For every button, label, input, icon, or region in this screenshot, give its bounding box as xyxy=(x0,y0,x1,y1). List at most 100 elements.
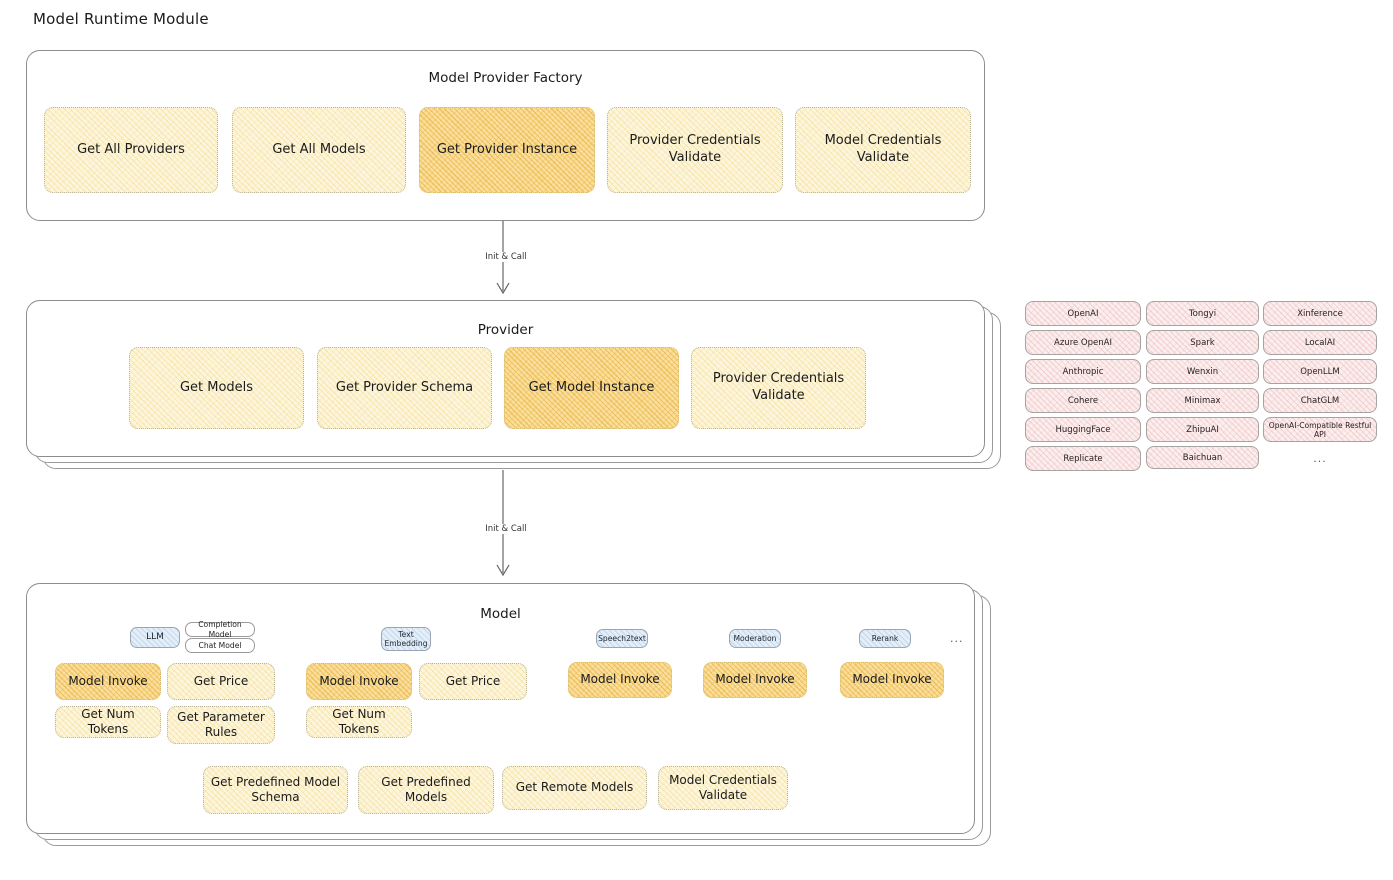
badge-label: LLM xyxy=(146,632,164,643)
node-llm-model-invoke[interactable]: Model Invoke xyxy=(55,663,161,700)
node-label: Get Provider Schema xyxy=(335,379,474,395)
node-label: Get Models xyxy=(179,379,254,395)
tag-label: OpenAI-Compatible Restful API xyxy=(1268,420,1372,439)
node-label: Get Remote Models xyxy=(515,780,634,795)
node-label: Get All Models xyxy=(272,141,366,157)
badge-label: Moderation xyxy=(733,633,777,643)
node-llm-get-parameter-rules[interactable]: Get Parameter Rules xyxy=(167,706,275,744)
tag-label: Anthropic xyxy=(1062,366,1104,377)
node-provider-credentials-validate-2[interactable]: Provider Credentials Validate xyxy=(691,347,866,429)
tag-label: Wenxin xyxy=(1186,366,1219,377)
node-get-all-models[interactable]: Get All Models xyxy=(232,107,406,193)
node-label: Model Invoke xyxy=(852,672,932,687)
provider-tag-chatglm[interactable]: ChatGLM xyxy=(1263,388,1377,413)
tag-label: ChatGLM xyxy=(1300,395,1340,406)
badge-label: Text Embedding xyxy=(384,629,428,648)
node-embedding-get-num-tokens[interactable]: Get Num Tokens xyxy=(306,706,412,738)
node-label: Model Invoke xyxy=(68,673,148,688)
node-get-models[interactable]: Get Models xyxy=(129,347,304,429)
node-moderation-model-invoke[interactable]: Model Invoke xyxy=(703,662,807,698)
provider-tag-xinference[interactable]: Xinference xyxy=(1263,301,1377,326)
tag-label: HuggingFace xyxy=(1055,424,1111,435)
node-label: Model Credentials Validate xyxy=(669,772,777,802)
provider-tag-localai[interactable]: LocalAI xyxy=(1263,330,1377,355)
badge-completion-model[interactable]: Completion Model xyxy=(185,620,255,639)
node-label: Get Price xyxy=(193,673,249,688)
provider-tag-baichuan[interactable]: Baichuan xyxy=(1146,446,1259,469)
node-label: Get Price xyxy=(445,673,501,688)
tag-label: Baichuan xyxy=(1182,452,1223,463)
connector-label-init-and-call-2: Init & Call xyxy=(465,524,547,534)
badge-chat-model[interactable]: Chat Model xyxy=(185,638,255,653)
provider-tag-cohere[interactable]: Cohere xyxy=(1025,388,1141,413)
provider-tag-azure-openai[interactable]: Azure OpenAI xyxy=(1025,330,1141,355)
tag-label: ZhipuAI xyxy=(1186,424,1219,435)
badge-llm[interactable]: LLM xyxy=(130,627,180,648)
node-label: Get Num Tokens xyxy=(81,706,135,736)
provider-tag-openai-compatible-restful-api[interactable]: OpenAI-Compatible Restful API xyxy=(1263,417,1377,442)
provider-tag-huggingface[interactable]: HuggingFace xyxy=(1025,417,1141,442)
badge-text-embedding[interactable]: Text Embedding xyxy=(381,627,431,651)
badge-label: Speech2text xyxy=(598,633,646,643)
node-rerank-model-invoke[interactable]: Model Invoke xyxy=(840,662,944,698)
provider-title: Provider xyxy=(477,322,534,338)
tag-label: Tongyi xyxy=(1188,308,1217,319)
model-title: Model xyxy=(480,606,521,622)
tag-label: LocalAI xyxy=(1304,337,1336,348)
connector-label-init-and-call-1: Init & Call xyxy=(465,252,547,262)
node-model-credentials-validate[interactable]: Model Credentials Validate xyxy=(795,107,971,193)
node-embedding-get-price[interactable]: Get Price xyxy=(419,663,527,700)
node-get-all-providers[interactable]: Get All Providers xyxy=(44,107,218,193)
node-get-provider-schema[interactable]: Get Provider Schema xyxy=(317,347,492,429)
node-label: Get Model Instance xyxy=(528,379,655,395)
node-llm-get-price[interactable]: Get Price xyxy=(167,663,275,700)
node-label: Get All Providers xyxy=(77,141,185,157)
node-label: Provider Credentials Validate xyxy=(629,133,761,165)
page-title: Model Runtime Module xyxy=(33,10,209,28)
node-get-model-instance[interactable]: Get Model Instance xyxy=(504,347,679,429)
badge-label: Completion Model xyxy=(198,620,242,639)
node-label: Get Predefined Models xyxy=(381,774,471,804)
tag-label: Spark xyxy=(1190,337,1215,348)
tag-label: Xinference xyxy=(1297,308,1343,319)
provider-tag-tongyi[interactable]: Tongyi xyxy=(1146,301,1259,326)
node-speech2text-model-invoke[interactable]: Model Invoke xyxy=(568,662,672,698)
node-get-remote-models[interactable]: Get Remote Models xyxy=(502,766,647,810)
tag-label: Replicate xyxy=(1063,453,1103,464)
node-provider-credentials-validate[interactable]: Provider Credentials Validate xyxy=(607,107,783,193)
provider-tag-spark[interactable]: Spark xyxy=(1146,330,1259,355)
node-label: Get Predefined Model Schema xyxy=(210,774,341,804)
node-embedding-model-invoke[interactable]: Model Invoke xyxy=(306,663,412,700)
tag-label: Minimax xyxy=(1184,395,1221,406)
node-label: Get Num Tokens xyxy=(332,706,386,736)
node-get-predefined-models[interactable]: Get Predefined Models xyxy=(358,766,494,814)
node-model-credentials-validate-3[interactable]: Model Credentials Validate xyxy=(658,766,788,810)
node-label: Model Invoke xyxy=(319,673,399,688)
model-provider-factory-title: Model Provider Factory xyxy=(428,70,583,86)
node-label: Get Provider Instance xyxy=(436,141,578,157)
node-label: Model Credentials Validate xyxy=(824,133,942,165)
node-label: Provider Credentials Validate xyxy=(712,371,845,403)
model-types-ellipsis: ... xyxy=(950,632,964,645)
provider-tag-wenxin[interactable]: Wenxin xyxy=(1146,359,1259,384)
node-get-predefined-model-schema[interactable]: Get Predefined Model Schema xyxy=(203,766,348,814)
provider-tag-replicate[interactable]: Replicate xyxy=(1025,446,1141,471)
node-llm-get-num-tokens[interactable]: Get Num Tokens xyxy=(55,706,161,738)
badge-label: Rerank xyxy=(871,633,899,643)
badge-rerank[interactable]: Rerank xyxy=(859,629,911,648)
provider-tag-openai[interactable]: OpenAI xyxy=(1025,301,1141,326)
provider-tag-anthropic[interactable]: Anthropic xyxy=(1025,359,1141,384)
node-label: Model Invoke xyxy=(715,672,795,687)
provider-tag-openllm[interactable]: OpenLLM xyxy=(1263,359,1377,384)
badge-speech2text[interactable]: Speech2text xyxy=(596,629,648,648)
tag-label: OpenLLM xyxy=(1300,366,1340,377)
provider-tag-zhipuai[interactable]: ZhipuAI xyxy=(1146,417,1259,442)
node-label: Model Invoke xyxy=(580,672,660,687)
tag-label: OpenAI xyxy=(1067,308,1099,319)
badge-moderation[interactable]: Moderation xyxy=(729,629,781,648)
node-get-provider-instance[interactable]: Get Provider Instance xyxy=(419,107,595,193)
tag-label: Azure OpenAI xyxy=(1054,337,1112,348)
provider-tag-minimax[interactable]: Minimax xyxy=(1146,388,1259,413)
connector-provider-to-model xyxy=(496,470,510,577)
